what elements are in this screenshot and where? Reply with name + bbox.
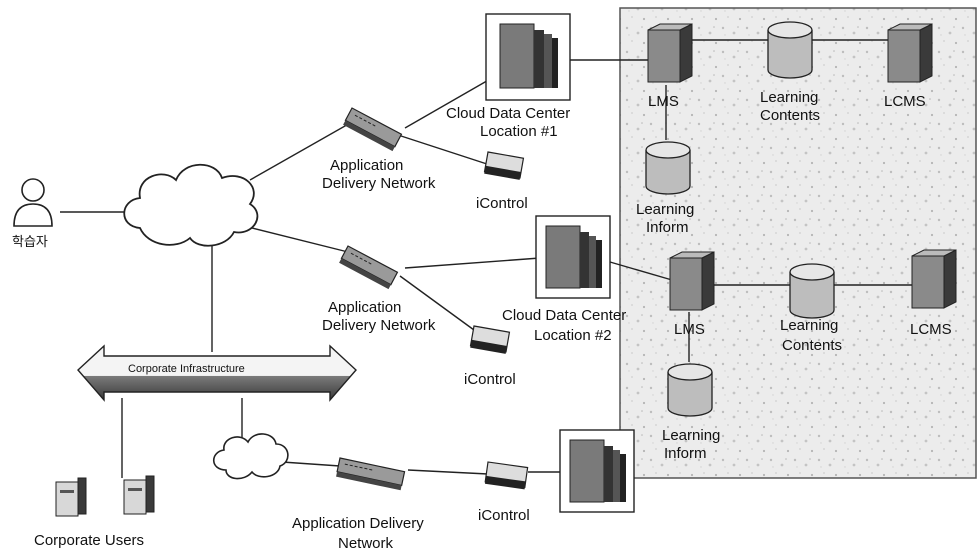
adn-switch-icon-3 xyxy=(336,457,406,491)
icontrol-2-label: iControl xyxy=(464,371,516,388)
lms-server-icon-2 xyxy=(669,251,715,311)
lcms-server-icon-1 xyxy=(887,23,933,83)
internet-cloud-icon xyxy=(123,163,259,247)
icontrol-device-icon-1 xyxy=(483,151,525,180)
adn-2-label-line2: Delivery Network xyxy=(322,317,436,334)
corporate-infrastructure-arrow xyxy=(77,344,357,402)
corporate-user-pc-icon-1 xyxy=(55,477,87,517)
lms-1-label: LMS xyxy=(648,93,679,110)
adn-switch-icon-2 xyxy=(339,245,399,290)
learning-inform-1-label-line1: Learning xyxy=(636,201,694,218)
adn-1-label-line2: Delivery Network xyxy=(322,175,436,192)
dc2-label-line1: Cloud Data Center xyxy=(502,307,626,324)
learning-inform-2-label-line2: Inform xyxy=(664,445,707,462)
icontrol-device-icon-2 xyxy=(469,325,511,354)
learning-contents-2-label-line1: Learning xyxy=(780,317,838,334)
data-center-server-icon-3 xyxy=(559,429,635,513)
learning-contents-1-label-line2: Contents xyxy=(760,107,820,124)
lcms-1-label: LCMS xyxy=(884,93,926,110)
connection-lines xyxy=(60,39,912,478)
lms-2-label: LMS xyxy=(674,321,705,338)
adn-3-label-line2: Network xyxy=(338,535,394,552)
corporate-cloud-icon xyxy=(212,433,289,480)
learning-inform-db-icon-1 xyxy=(645,141,691,195)
lcms-2-label: LCMS xyxy=(910,321,952,338)
icontrol-3-label: iControl xyxy=(478,507,530,524)
data-center-server-icon-1 xyxy=(485,13,571,101)
dc1-label-line1: Cloud Data Center xyxy=(446,105,570,122)
lcms-server-icon-2 xyxy=(911,249,957,309)
dc1-label-line2: Location #1 xyxy=(480,123,558,140)
learning-contents-2-label-line2: Contents xyxy=(782,337,842,354)
learner-label: 학습자 xyxy=(12,235,48,250)
learning-inform-db-icon-2 xyxy=(667,363,713,417)
adn-1-label-line1: Application xyxy=(330,157,403,174)
icontrol-device-icon-3 xyxy=(484,461,529,490)
adn-3-label-line1: Application Delivery xyxy=(292,515,424,532)
learning-contents-db-icon-2 xyxy=(789,263,835,319)
learning-inform-2-label-line1: Learning xyxy=(662,427,720,444)
learner-person-icon xyxy=(13,178,53,227)
learning-contents-db-icon-1 xyxy=(767,21,813,79)
corporate-user-pc-icon-2 xyxy=(123,475,155,515)
corporate-infrastructure-label: Corporate Infrastructure xyxy=(128,363,245,375)
adn-2-label-line1: Application xyxy=(328,299,401,316)
learning-contents-1-label-line1: Learning xyxy=(760,89,818,106)
adn-switch-icon-1 xyxy=(343,107,403,152)
icontrol-1-label: iControl xyxy=(476,195,528,212)
data-center-server-icon-2 xyxy=(535,215,611,299)
corporate-users-label: Corporate Users xyxy=(34,532,144,549)
dc2-label-line2: Location #2 xyxy=(534,327,612,344)
learning-inform-1-label-line2: Inform xyxy=(646,219,689,236)
lms-server-icon-1 xyxy=(647,23,693,83)
